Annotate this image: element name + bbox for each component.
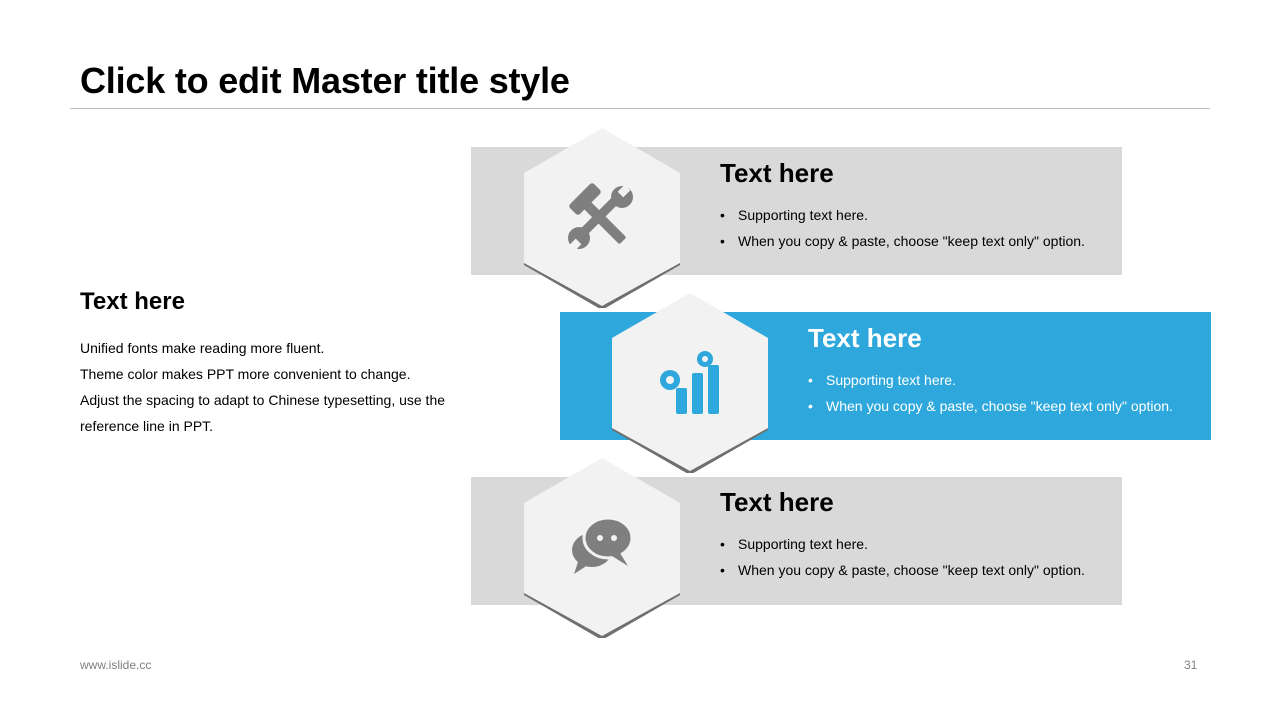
card-hexagon-1 bbox=[522, 128, 682, 308]
bullet-item: • Supporting text here. bbox=[720, 531, 1085, 557]
card-title-3: Text here bbox=[720, 487, 834, 517]
card-bullets-2: • Supporting text here. • When you copy & … bbox=[808, 367, 1173, 419]
footer-url: www.islide.cc bbox=[80, 658, 152, 672]
chat-bubbles-icon bbox=[572, 516, 634, 574]
bullet-dot: • bbox=[808, 372, 813, 388]
bullet-dot: • bbox=[720, 207, 725, 223]
bullet-text: When you copy & paste, choose "keep text… bbox=[738, 562, 1085, 578]
bullet-item: • When you copy & paste, choose "keep tex… bbox=[720, 228, 1085, 254]
bullet-item: • Supporting text here. bbox=[808, 367, 1173, 393]
card-hexagon-2 bbox=[610, 293, 770, 473]
bullet-item: • Supporting text here. bbox=[720, 202, 1085, 228]
growth-chart-gears-icon bbox=[660, 351, 719, 414]
card-title-2: Text here bbox=[808, 323, 922, 353]
card-title-1: Text here bbox=[720, 158, 834, 188]
card-hexagon-3 bbox=[522, 458, 682, 638]
bullet-dot: • bbox=[720, 233, 725, 249]
bullet-text: Supporting text here. bbox=[738, 207, 868, 223]
left-body: Unified fonts make reading more fluent. … bbox=[80, 335, 480, 439]
left-heading: Text here bbox=[80, 288, 185, 315]
left-line: Adjust the spacing to adapt to Chinese t… bbox=[80, 392, 446, 408]
slide-title: Click to edit Master title style bbox=[80, 60, 570, 101]
bullet-text: Supporting text here. bbox=[738, 536, 868, 552]
left-line: reference line in PPT. bbox=[80, 418, 214, 434]
bullet-item: • When you copy & paste, choose "keep tex… bbox=[808, 393, 1173, 419]
page-number: 31 bbox=[1184, 658, 1198, 672]
bullet-dot: • bbox=[720, 536, 725, 552]
tools-icon bbox=[568, 183, 633, 252]
bullet-text: Supporting text here. bbox=[826, 372, 956, 388]
title-divider bbox=[70, 108, 1210, 109]
bullet-text: When you copy & paste, choose "keep text… bbox=[826, 398, 1173, 414]
left-line: Unified fonts make reading more fluent. bbox=[80, 340, 325, 356]
bullet-item: • When you copy & paste, choose "keep tex… bbox=[720, 557, 1085, 583]
bullet-text: When you copy & paste, choose "keep text… bbox=[738, 233, 1085, 249]
left-line: Theme color makes PPT more convenient to… bbox=[80, 366, 411, 382]
bullet-dot: • bbox=[720, 562, 725, 578]
bullet-dot: • bbox=[808, 398, 813, 414]
card-bullets-1: • Supporting text here. • When you copy & … bbox=[720, 202, 1085, 254]
card-bullets-3: • Supporting text here. • When you copy & … bbox=[720, 531, 1085, 583]
